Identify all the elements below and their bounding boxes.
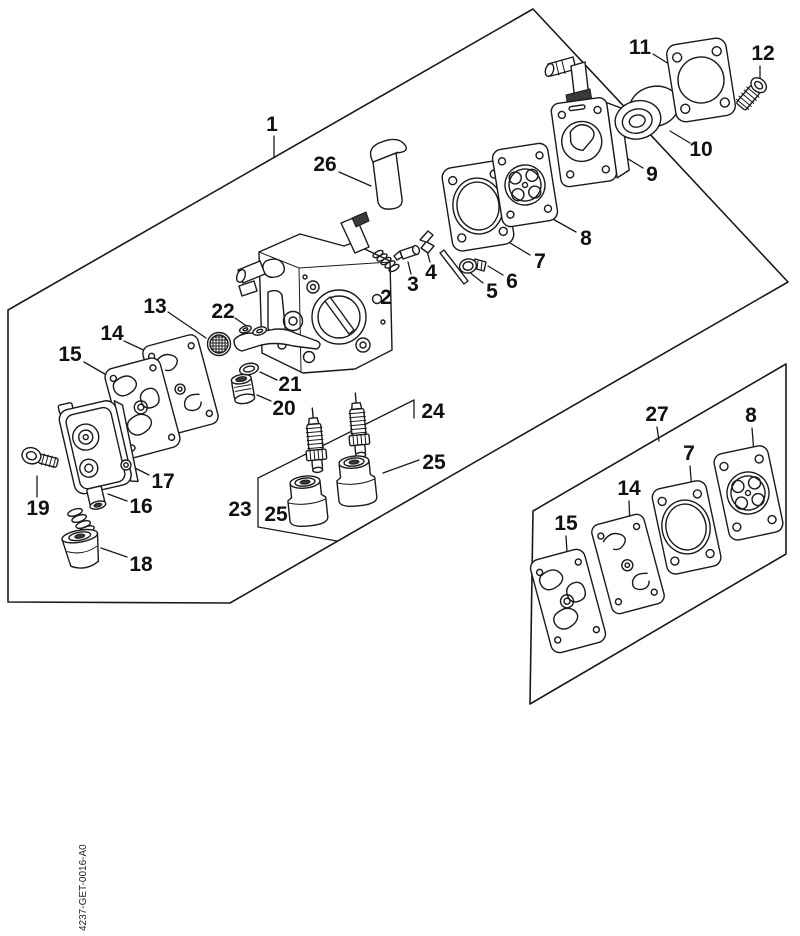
- callout-12: 12: [751, 42, 774, 65]
- part-12-screw: [735, 77, 768, 111]
- callout-20: 20: [272, 397, 295, 420]
- part-10-intake-collar: [614, 85, 680, 140]
- callout-7-upper: 7: [534, 250, 546, 273]
- callout-18: 18: [129, 553, 153, 576]
- callout-14-lower: 14: [617, 477, 641, 500]
- callout-19: 19: [26, 497, 49, 520]
- part-25-cap-right: [336, 455, 378, 507]
- part-22-valve-washers: [238, 325, 268, 336]
- part-21-o-ring: [238, 362, 260, 376]
- callout-labels: 1 2 3 4 5 6 7 8 9 10 11 12 13 14 15 16 1…: [26, 36, 774, 576]
- callout-9: 9: [646, 163, 658, 186]
- callout-14-upper: 14: [100, 322, 124, 345]
- callout-17: 17: [151, 470, 174, 493]
- drawing-number: 4237-GET-0016-A0: [78, 844, 89, 931]
- part-25-cap-left: [287, 475, 329, 527]
- callout-4: 4: [425, 261, 437, 284]
- callout-10: 10: [689, 138, 712, 161]
- callout-3: 3: [407, 273, 419, 296]
- callout-1: 1: [266, 113, 278, 136]
- part-3-inlet-needle: [393, 244, 421, 261]
- part-18-cap: [61, 507, 100, 569]
- part-5-lever-pin: [439, 249, 469, 285]
- callout-8-upper: 8: [580, 227, 592, 250]
- main-frame-outline: [7, 8, 789, 604]
- part-9-pump-body: [544, 56, 630, 188]
- part-7-gasket-lower: [651, 480, 722, 575]
- part-17-washer: [120, 459, 132, 471]
- callout-25-lower: 25: [264, 503, 288, 526]
- callout-23: 23: [228, 498, 251, 521]
- callout-13: 13: [143, 295, 166, 318]
- part-needle-right: [348, 392, 371, 459]
- callout-27: 27: [645, 403, 668, 426]
- callout-25-upper: 25: [422, 451, 446, 474]
- part-20-nozzle: [230, 373, 256, 405]
- bracket-23: [257, 399, 415, 542]
- part-carburetor-housing: [233, 211, 393, 374]
- callout-7-lower: 7: [683, 442, 695, 465]
- part-4-clip: [419, 230, 435, 254]
- callout-16: 16: [129, 495, 152, 518]
- part-2-spring: [372, 249, 400, 273]
- callout-21: 21: [278, 373, 302, 396]
- callout-26: 26: [313, 153, 336, 176]
- part-14-gasket-lower: [591, 513, 665, 615]
- callout-2: 2: [380, 286, 392, 309]
- part-13-strainer-screen: [206, 331, 232, 357]
- part-needle-left: [305, 407, 328, 474]
- callout-6: 6: [506, 270, 518, 293]
- callout-8-lower: 8: [745, 404, 757, 427]
- callout-5: 5: [486, 280, 498, 303]
- part-11-flange-gasket: [666, 37, 736, 123]
- callout-22: 22: [211, 300, 234, 323]
- callout-15-lower: 15: [554, 512, 578, 535]
- part-6-plug-screw: [458, 258, 487, 274]
- part-15-gasket-lower: [529, 548, 607, 654]
- callout-15-upper: 15: [58, 343, 82, 366]
- part-16-end-cover: [57, 400, 139, 510]
- part-8-diaphragm-lower: [713, 445, 784, 541]
- part-26-choke-knob: [369, 138, 408, 210]
- gasket-set-box-outline: [529, 363, 787, 705]
- callout-11: 11: [629, 36, 652, 59]
- part-8-diaphragm-upper: [491, 142, 559, 228]
- part-19-screw: [21, 446, 59, 469]
- callout-24: 24: [421, 400, 445, 423]
